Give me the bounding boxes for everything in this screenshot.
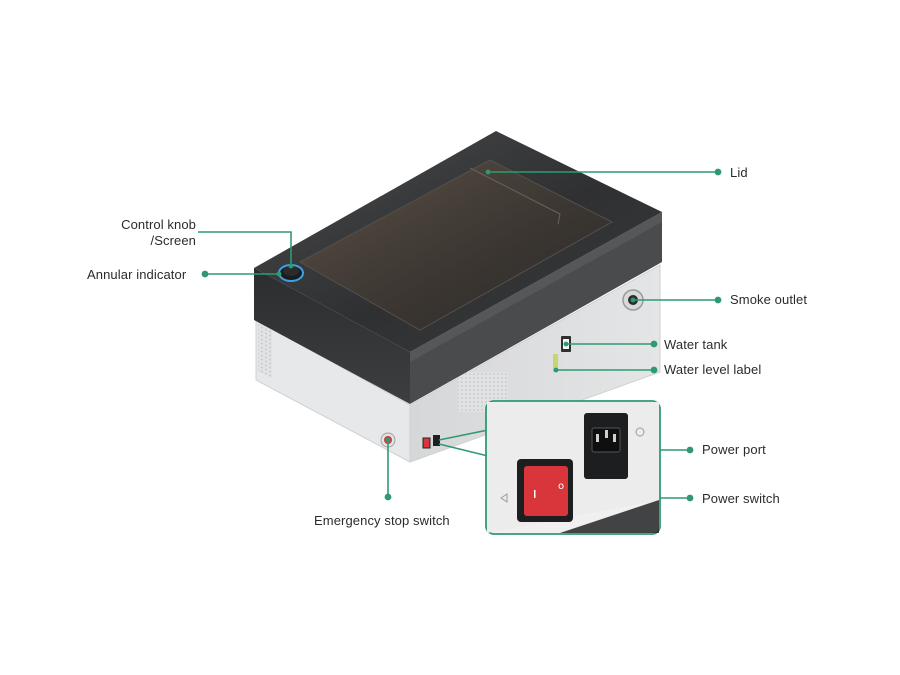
- left-vent-grille: [258, 321, 272, 379]
- lid-right-face: [410, 212, 662, 404]
- label-power-port: Power port: [702, 442, 766, 457]
- label-water-tank: Water tank: [664, 337, 728, 352]
- label-control-knob-screen: Control knob /Screen: [121, 217, 196, 248]
- svg-text:o: o: [558, 481, 564, 492]
- inset-closeup: o: [485, 400, 661, 535]
- water-level-label: [553, 354, 558, 372]
- callout-dots: [201, 168, 722, 502]
- callout-line-control-knob: [198, 231, 292, 266]
- body-power-switch: [422, 437, 431, 449]
- label-annular-indicator: Annular indicator: [87, 267, 187, 282]
- label-emergency-stop-switch: Emergency stop switch: [314, 513, 450, 528]
- body-power-port: [433, 435, 440, 446]
- callout-line-inset-bottom: [438, 443, 489, 457]
- lid-window: [298, 159, 614, 331]
- label-lid: Lid: [730, 165, 748, 180]
- label-power-switch: Power switch: [702, 491, 780, 506]
- label-smoke-outlet: Smoke outlet: [730, 292, 808, 307]
- lid-front-face: [254, 268, 410, 404]
- callout-line-inset-top: [438, 429, 489, 441]
- label-water-level-label: Water level label: [664, 362, 762, 377]
- body-right-side: [409, 264, 661, 463]
